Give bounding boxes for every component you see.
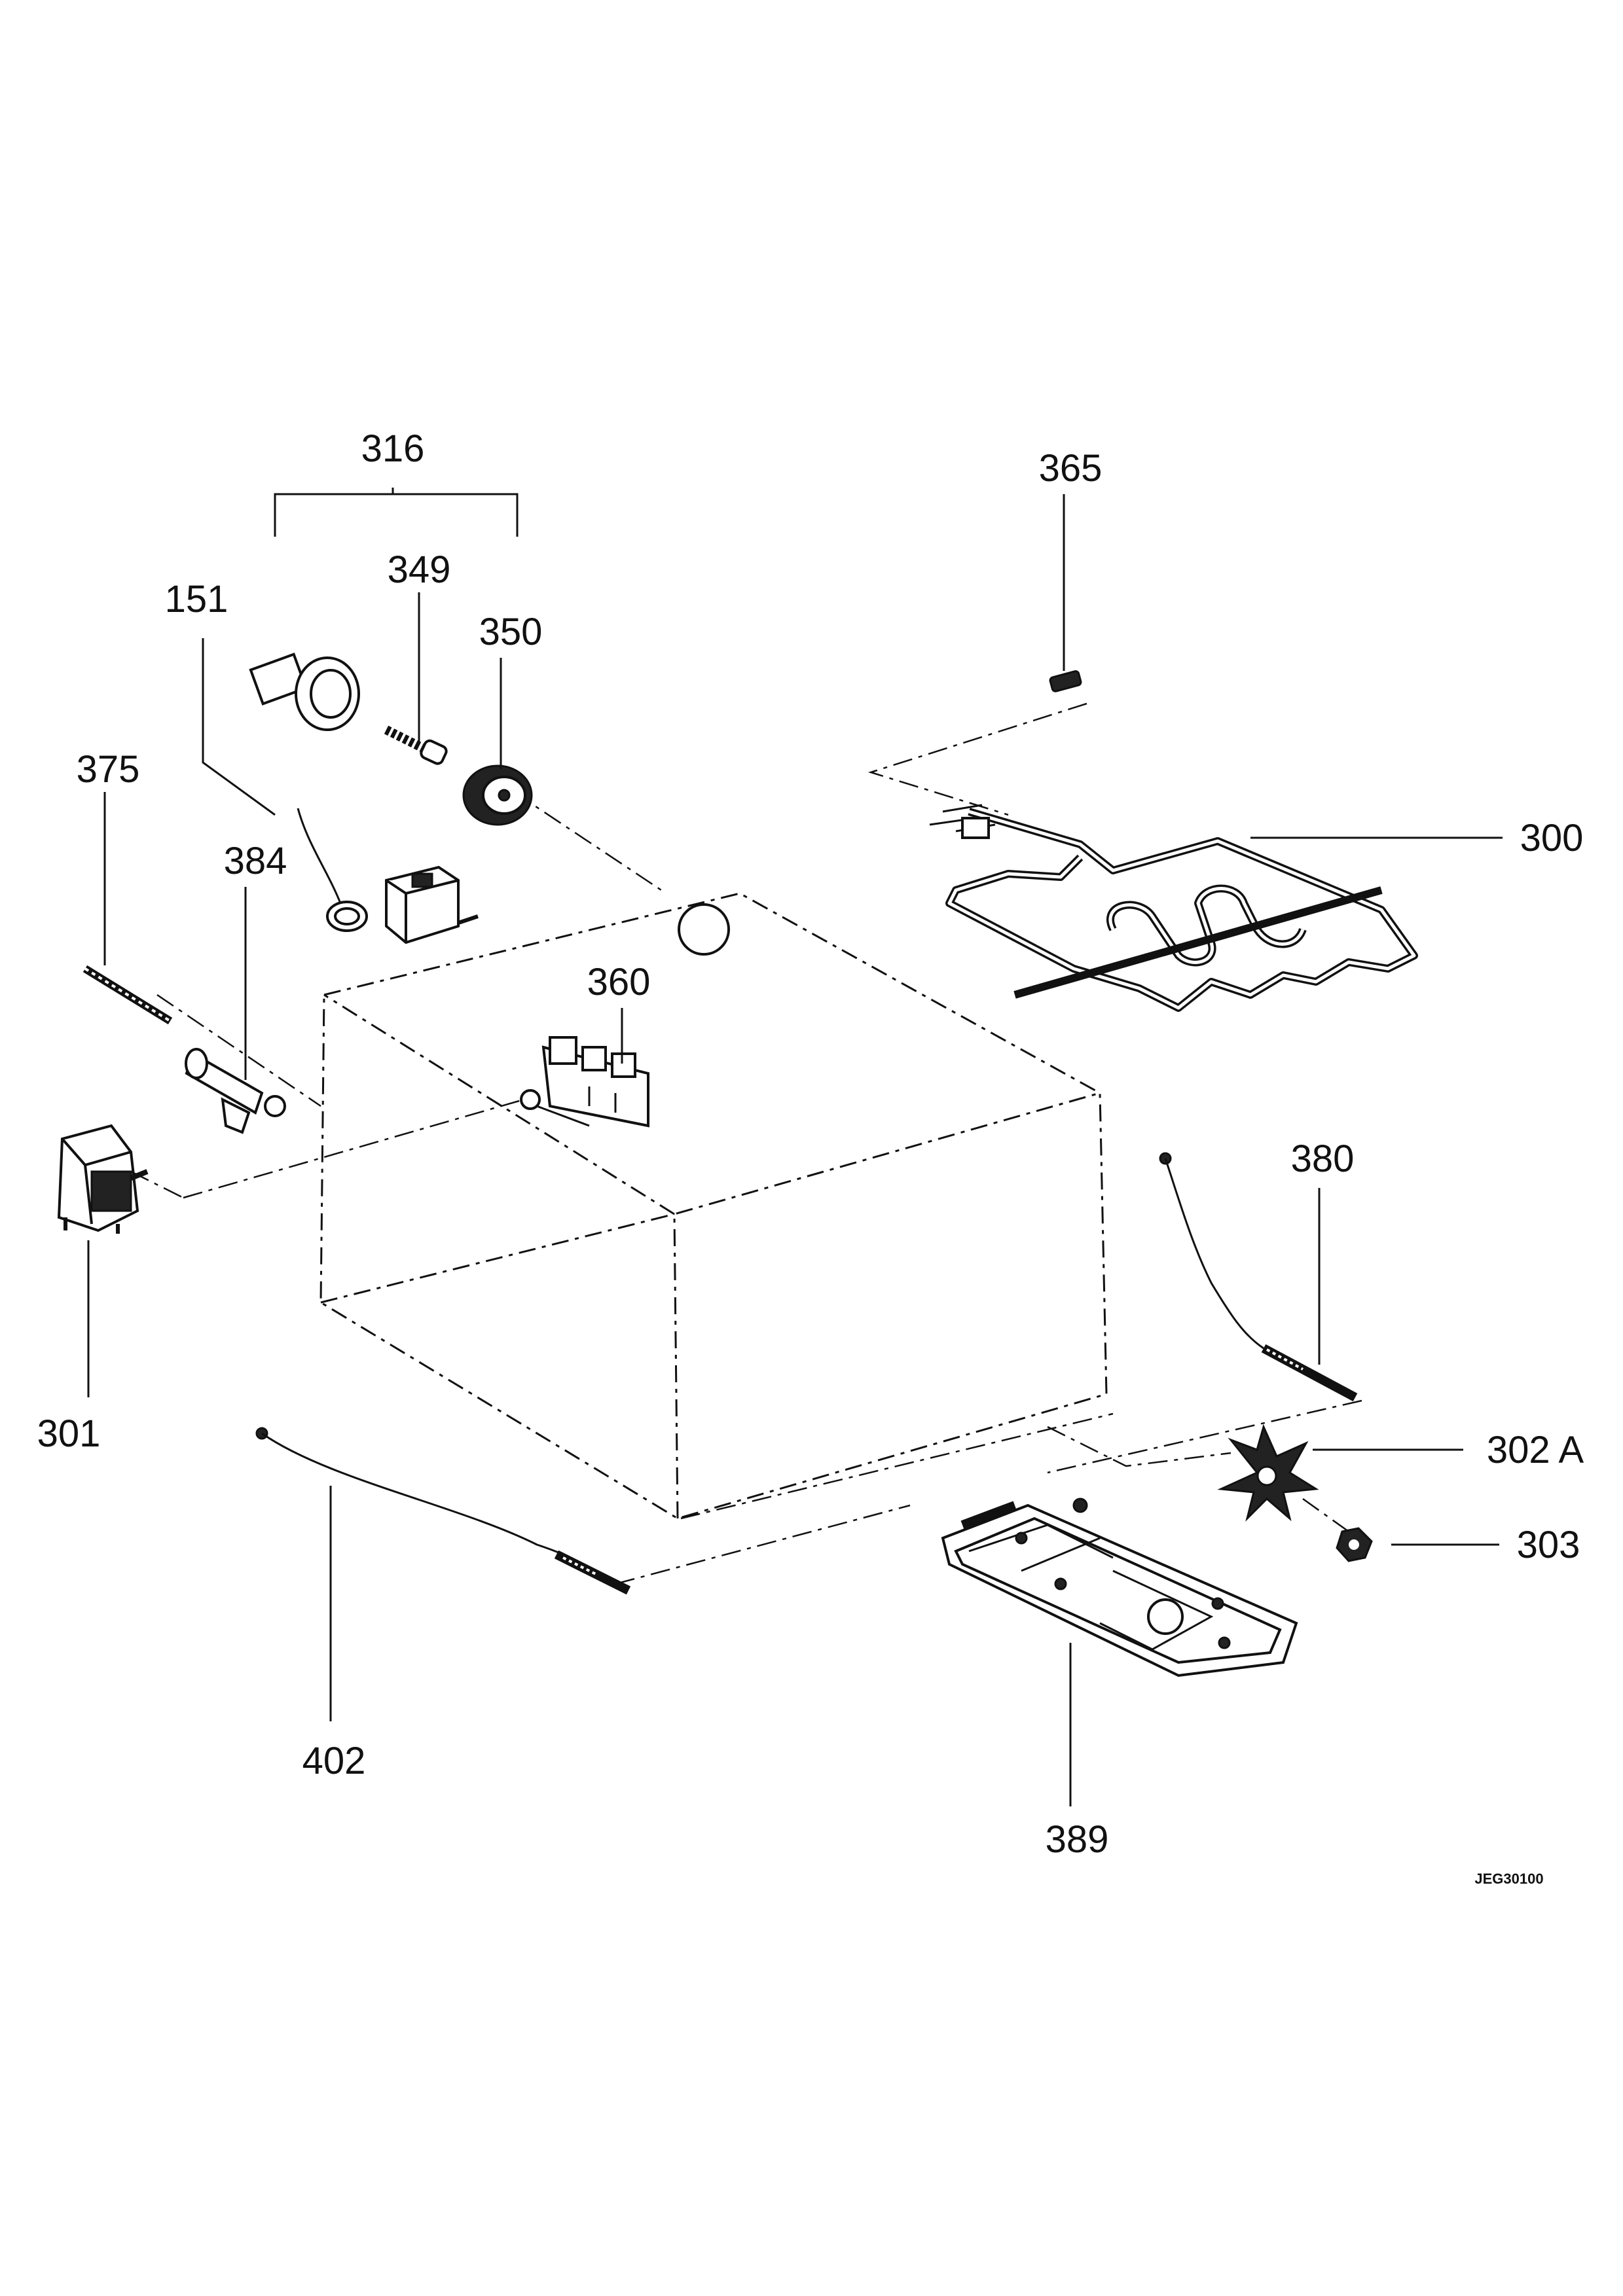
cavity-lamp-hole bbox=[678, 903, 730, 956]
rod bbox=[82, 965, 173, 1025]
label-303: 303 bbox=[1517, 1524, 1580, 1566]
label-380: 380 bbox=[1291, 1138, 1355, 1180]
temperature-sensor bbox=[1159, 1152, 1358, 1402]
bottom-heating-element bbox=[941, 1498, 1298, 1677]
fan-motor bbox=[57, 1124, 149, 1234]
label-365: 365 bbox=[1039, 447, 1103, 490]
screw bbox=[1049, 670, 1082, 692]
fan-nut bbox=[1336, 1527, 1373, 1562]
label-360: 360 bbox=[587, 961, 651, 1003]
oven-cavity-outline bbox=[319, 892, 1108, 1520]
label-402: 402 bbox=[302, 1740, 366, 1782]
label-389: 389 bbox=[1046, 1818, 1109, 1861]
assembly-lines bbox=[130, 702, 1362, 1585]
label-302a: 302 A bbox=[1487, 1429, 1584, 1471]
sensor-probe bbox=[255, 1427, 631, 1595]
thermostat bbox=[297, 808, 479, 944]
label-151: 151 bbox=[165, 578, 228, 620]
label-349: 349 bbox=[388, 548, 451, 591]
leader-lines bbox=[87, 488, 1503, 1806]
label-301: 301 bbox=[37, 1412, 101, 1455]
grill-heating-element bbox=[929, 804, 1418, 1012]
shaft-bearing bbox=[185, 1048, 286, 1134]
label-375: 375 bbox=[77, 748, 140, 791]
label-300: 300 bbox=[1520, 817, 1584, 859]
label-316: 316 bbox=[361, 427, 425, 470]
label-350: 350 bbox=[479, 611, 543, 653]
lamp-holder bbox=[249, 653, 360, 731]
label-384: 384 bbox=[224, 840, 287, 882]
lamp-glass-cover bbox=[462, 764, 533, 826]
lamp-bulb bbox=[384, 725, 448, 765]
terminal-block bbox=[520, 1036, 649, 1128]
part-number-labels: 316 349 350 151 375 384 360 365 300 301 … bbox=[37, 427, 1584, 1887]
lamp-assembly bbox=[249, 653, 533, 826]
fan-blade bbox=[1217, 1424, 1319, 1522]
drawing-code: JEG30100 bbox=[1474, 1871, 1543, 1887]
